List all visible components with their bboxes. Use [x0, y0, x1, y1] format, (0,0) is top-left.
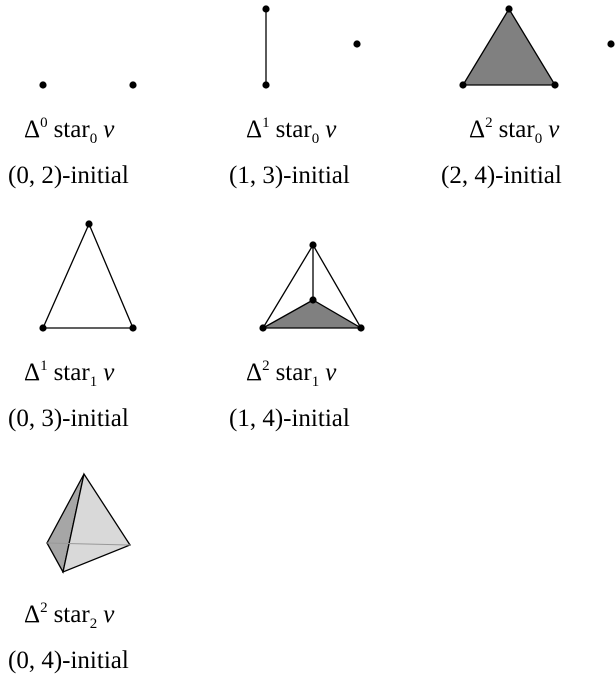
vertex: [85, 220, 93, 228]
vertex: [607, 40, 615, 48]
vertex: [39, 324, 47, 332]
vertex: [353, 40, 361, 48]
figure-d2-star2: [46, 472, 131, 574]
figure-d1-star1: [39, 220, 137, 332]
figure-d2-star1: [259, 241, 365, 332]
hollow-triangle: [42, 222, 134, 329]
initial-d2-star2: (0, 4)-initial: [8, 647, 129, 674]
edge: [312, 244, 362, 329]
initial-d2-star0: (2, 4)-initial: [441, 162, 562, 189]
vertex: [505, 5, 513, 13]
vertex: [259, 324, 267, 332]
vertex: [459, 81, 467, 89]
vertex: [39, 81, 47, 89]
vertex: [309, 296, 317, 304]
filled-lower-triangle: [260, 299, 364, 329]
filled-triangle: [461, 7, 557, 86]
tetra-hidden-edge: [46, 542, 131, 546]
tetra-face-front: [62, 472, 131, 574]
initial-d1-star0: (1, 3)-initial: [229, 162, 350, 189]
edge: [262, 244, 314, 329]
initial-d2-star1: (1, 4)-initial: [229, 405, 350, 432]
vertex: [129, 81, 137, 89]
initial-d0-star0: (0, 2)-initial: [8, 162, 129, 189]
vertex: [357, 324, 365, 332]
figure-d2-star0: [459, 5, 615, 89]
vertex: [262, 5, 270, 13]
initial-d1-star1: (0, 3)-initial: [8, 405, 129, 432]
vertex: [262, 81, 270, 89]
figure-d0-star0: [39, 81, 137, 89]
vertex: [309, 241, 317, 249]
vertex: [551, 81, 559, 89]
figure-d1-star0: [262, 5, 361, 89]
vertex: [129, 324, 137, 332]
